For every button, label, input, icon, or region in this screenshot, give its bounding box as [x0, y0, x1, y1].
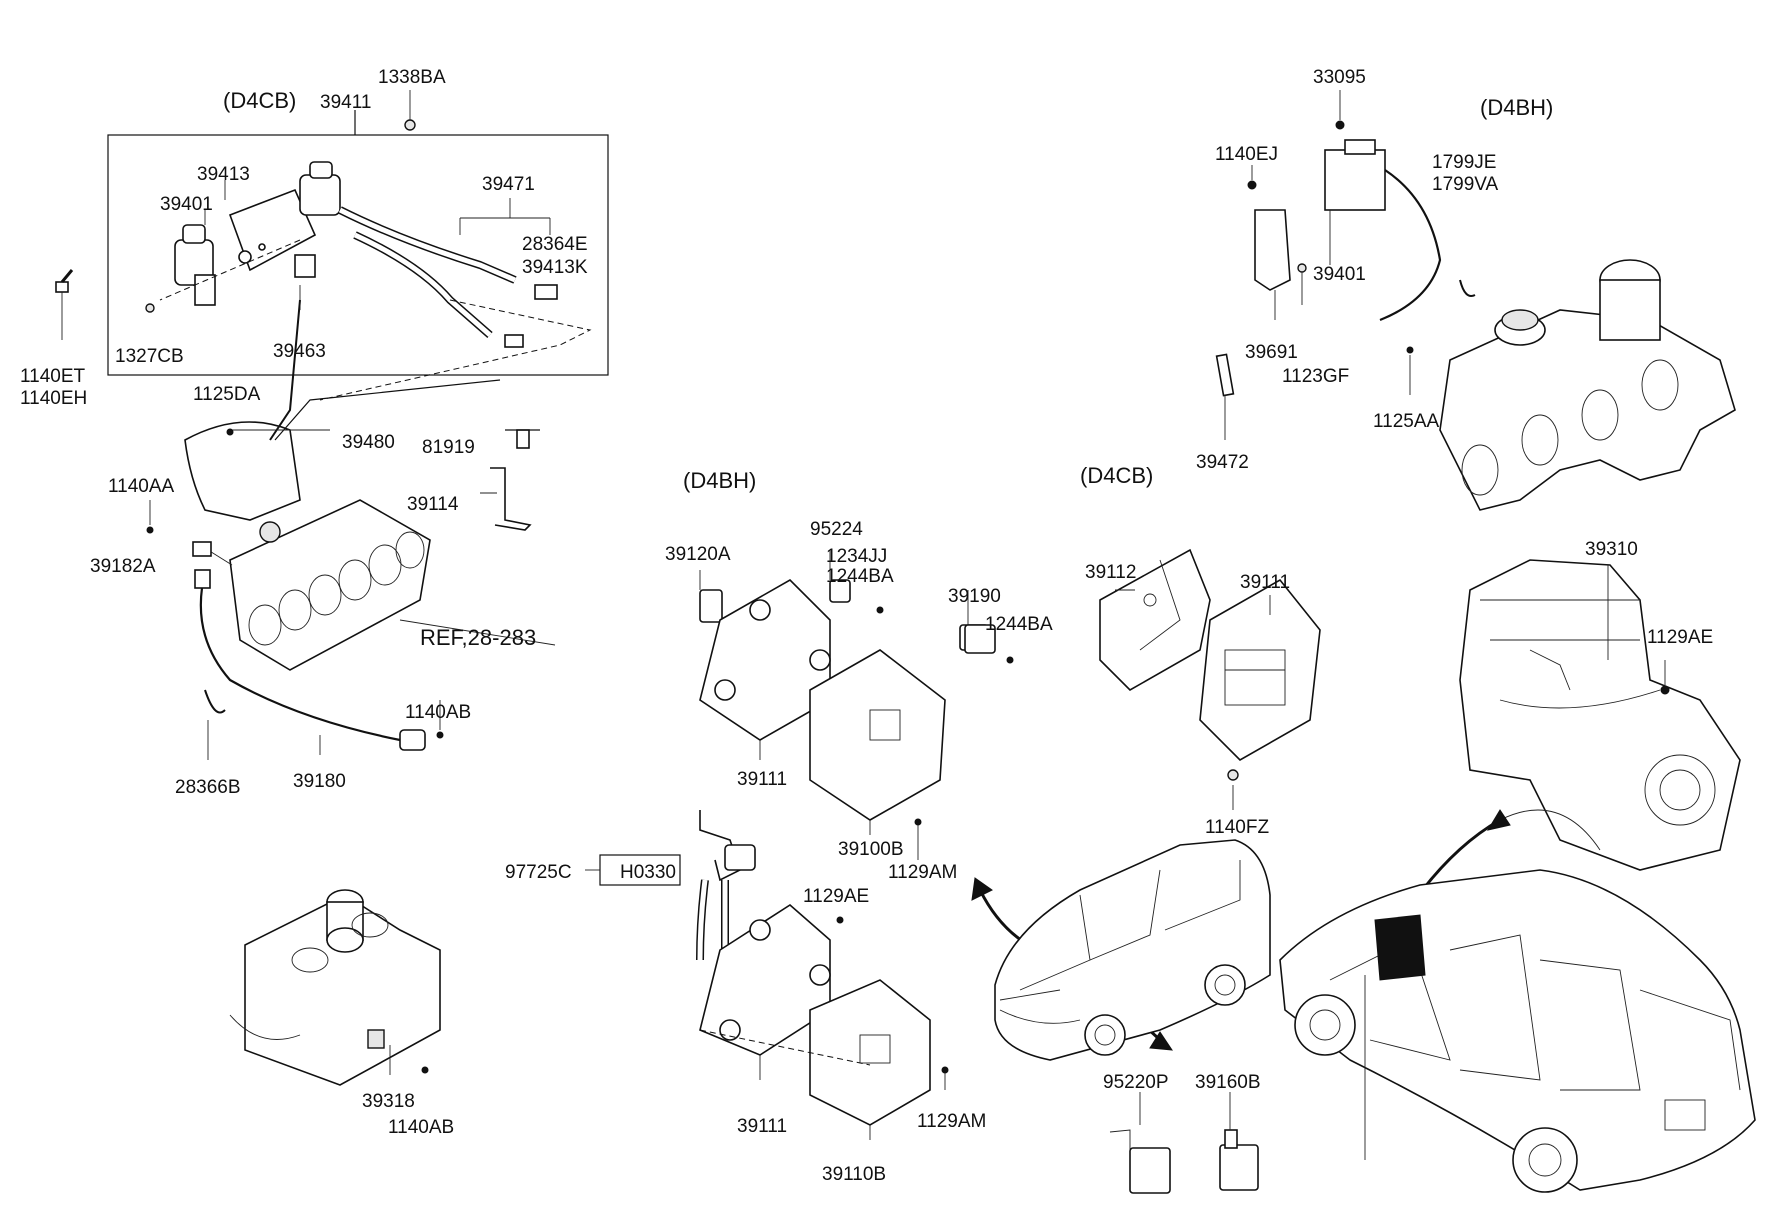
relay-39160b	[1219, 1092, 1259, 1191]
part-label: 1140FZ	[1205, 817, 1269, 838]
part-label: 95224	[810, 519, 863, 540]
part-label: 1799VA	[1432, 174, 1499, 195]
part-label: 39691	[1245, 342, 1298, 363]
part-label: 33095	[1313, 67, 1366, 88]
part-label: 1799JE	[1432, 152, 1496, 173]
vacuum-valve-h0330	[585, 810, 756, 961]
part-label: 39480	[342, 432, 395, 453]
part-label: 39160B	[1195, 1072, 1261, 1093]
section-label-d4cb-top: (D4CB)	[223, 88, 296, 113]
part-label: 1140AB	[405, 702, 471, 723]
part-label: 39180	[293, 771, 346, 792]
part-label: 1327CB	[115, 346, 184, 367]
part-label: 97725C	[505, 862, 572, 883]
ecu-d4bh-lower	[699, 904, 949, 1140]
ecu-d4cb-mid	[1099, 548, 1321, 810]
ref-label: REF,28-283	[420, 625, 536, 650]
part-label: 1129AM	[888, 862, 957, 883]
engine-block-d4cb	[229, 889, 441, 1086]
part-label: 39401	[160, 194, 213, 215]
part-label: 39310	[1585, 539, 1638, 560]
egr-assembly-d4bh	[1215, 90, 1476, 440]
part-label: 28364E	[522, 234, 588, 255]
part-label: 95220P	[1103, 1072, 1169, 1093]
part-label: 1244BA	[985, 614, 1053, 635]
part-label: 1234JJ	[826, 546, 887, 567]
part-label: 39471	[482, 174, 535, 195]
part-label: 28366B	[175, 777, 241, 798]
part-label: 39411	[320, 92, 371, 113]
part-label: 39110B	[822, 1164, 886, 1185]
part-label: 39120A	[665, 544, 731, 565]
part-label: 1338BA	[378, 67, 446, 88]
part-label: 1140EJ	[1215, 144, 1278, 165]
part-label: 39114	[407, 494, 459, 515]
part-label: 39111	[737, 769, 787, 790]
part-label: 39318	[362, 1091, 415, 1112]
part-label: 1123GF	[1282, 366, 1349, 387]
relay-39190	[964, 624, 996, 654]
exhaust-manifold-d4bh	[1406, 259, 1736, 511]
part-label: 1125AA	[1373, 411, 1440, 432]
part-label: 1140ET	[20, 366, 86, 387]
relay-95220p	[1109, 1092, 1171, 1194]
part-label: 1129AM	[917, 1111, 986, 1132]
part-label: H0330	[620, 862, 676, 883]
vehicle-front-view	[994, 839, 1271, 1061]
sensor-harness-39180	[192, 541, 444, 760]
section-label-d4bh-mid: (D4BH)	[683, 468, 756, 493]
part-label: 39112	[1085, 562, 1136, 583]
part-label: 1244BA	[826, 566, 894, 587]
part-label: 1140AB	[388, 1117, 454, 1138]
part-label: 39463	[273, 341, 326, 362]
part-label: 39111	[1240, 572, 1290, 593]
part-label: 39182A	[90, 556, 156, 577]
part-label: 1140AA	[108, 476, 175, 497]
section-label-d4cb-mid: (D4CB)	[1080, 463, 1153, 488]
part-label: 1125DA	[193, 384, 261, 405]
vehicle-rear-view	[1279, 869, 1756, 1193]
ecu-d4bh-upper	[699, 550, 1014, 860]
part-label: 39413K	[522, 257, 588, 278]
part-label: 39100B	[838, 839, 904, 860]
engine-assembly-right	[1459, 559, 1741, 871]
bracket-39114	[480, 429, 540, 531]
bolt-1140et	[55, 269, 74, 340]
section-label-d4bh-top: (D4BH)	[1480, 95, 1553, 120]
part-label: 39401	[1313, 264, 1366, 285]
part-label: 39413	[197, 164, 250, 185]
part-label: 1129AE	[1647, 627, 1713, 648]
vacuum-assembly-d4cb	[107, 90, 609, 401]
part-label: 81919	[422, 437, 475, 458]
part-label: 1140EH	[20, 388, 87, 409]
part-label: 39472	[1196, 452, 1249, 473]
part-label: 39190	[948, 586, 1001, 607]
part-label: 1129AE	[803, 886, 869, 907]
part-label: 39111	[737, 1116, 787, 1137]
